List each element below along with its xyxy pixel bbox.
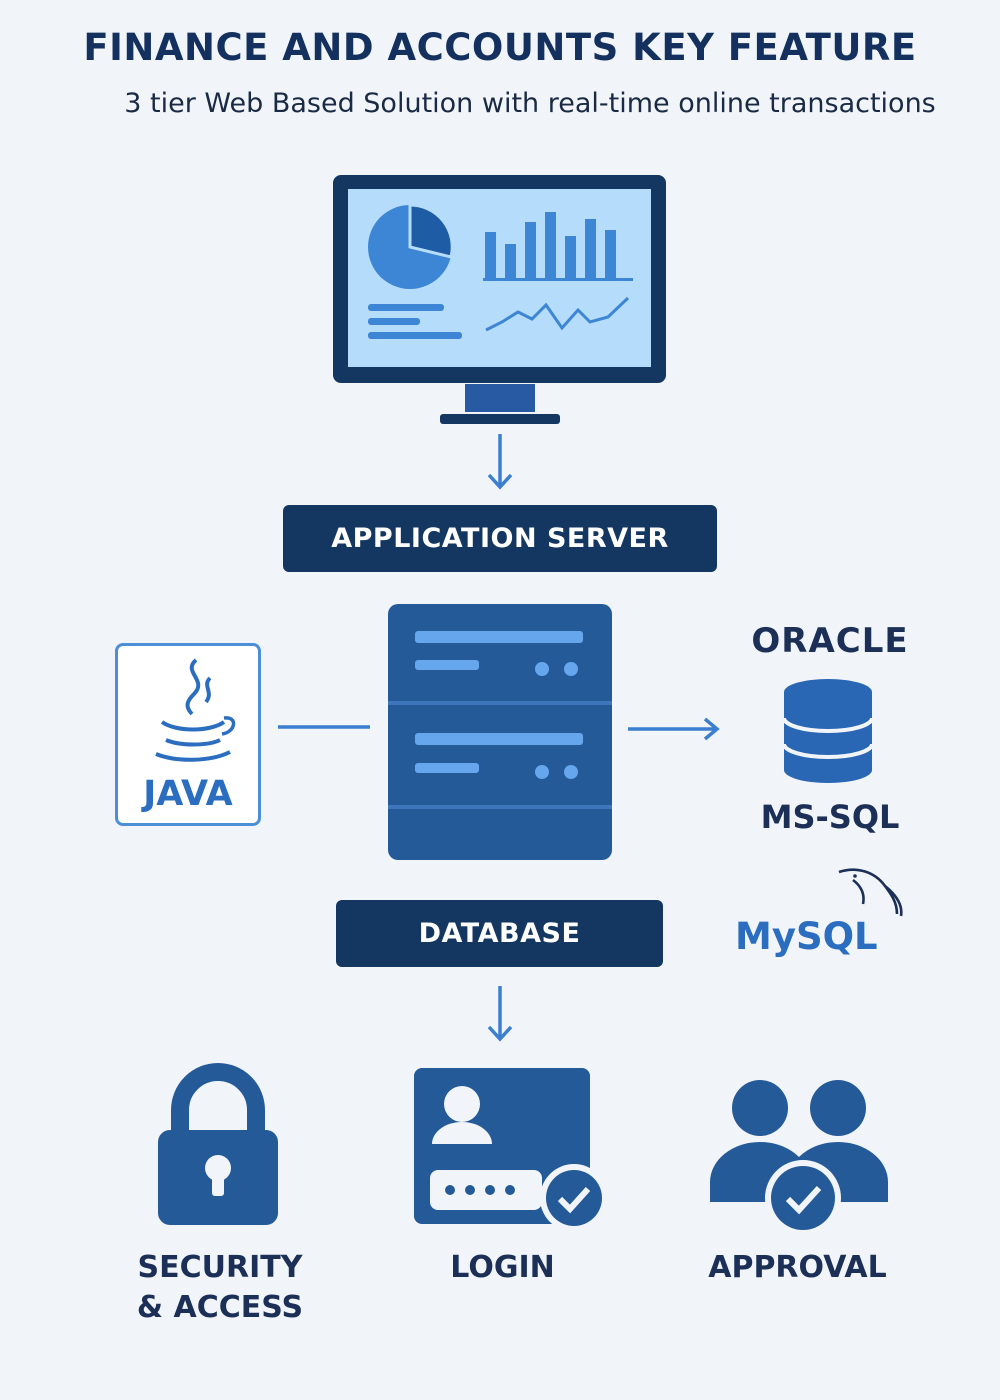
security-caption-line1: SECURITY	[137, 1250, 303, 1285]
down-arrow-icon	[487, 986, 513, 1042]
java-label: JAVA	[143, 774, 233, 814]
server-icon	[388, 604, 612, 860]
page-title: FINANCE AND ACCOUNTS KEY FEATURE	[83, 26, 917, 69]
database-cylinder-icon	[782, 679, 874, 783]
oracle-logo: ORACLE	[751, 621, 909, 661]
monitor-dashboard-icon	[333, 175, 666, 424]
application-server-label: APPLICATION SERVER	[283, 505, 717, 572]
padlock-icon	[158, 1063, 278, 1225]
mysql-dolphin-icon	[838, 868, 903, 917]
approval-users-icon	[710, 1080, 888, 1236]
security-access-caption: SECURITY & ACCESS	[110, 1248, 330, 1328]
login-card-icon	[414, 1068, 608, 1232]
mysql-logo: MySQL	[735, 915, 878, 958]
right-arrow-icon	[628, 717, 720, 741]
mssql-label: MS-SQL	[760, 798, 900, 836]
connector-line	[278, 725, 370, 729]
security-caption-line2: & ACCESS	[136, 1290, 304, 1325]
database-label: DATABASE	[336, 900, 663, 967]
login-caption: LOGIN	[450, 1250, 555, 1285]
java-icon	[155, 658, 236, 762]
java-logo: JAVA	[115, 643, 261, 826]
down-arrow-icon	[487, 434, 513, 490]
approval-caption: APPROVAL	[708, 1250, 887, 1285]
page-subtitle: 3 tier Web Based Solution with real-time…	[124, 88, 936, 119]
